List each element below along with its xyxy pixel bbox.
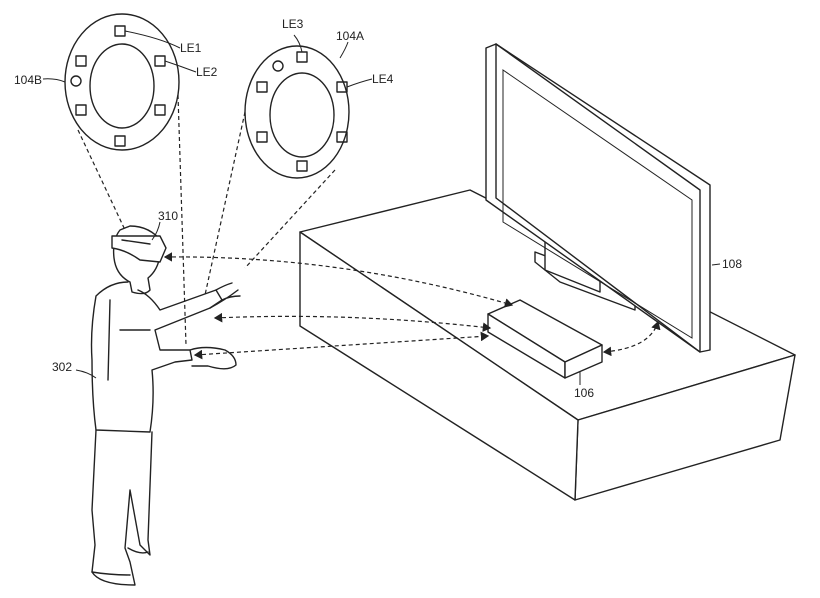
label-le1: LE1: [180, 41, 202, 55]
label-106: 106: [574, 386, 594, 400]
label-302: 302: [52, 360, 72, 374]
label-le3: LE3: [282, 17, 304, 31]
label-108: 108: [722, 257, 742, 271]
light-emitter-le3: [296, 51, 308, 63]
label-104a: 104A: [336, 29, 364, 43]
light-emitter-le2: [154, 55, 166, 67]
display-108: [485, 43, 711, 353]
label-le2: LE2: [196, 65, 218, 79]
ring-104b: [42, 13, 197, 151]
light-emitter-le1: [114, 25, 126, 37]
user-302: [90, 225, 241, 586]
label-le4: LE4: [372, 72, 394, 86]
label-310: 310: [158, 209, 178, 223]
console-106: [487, 299, 603, 379]
label-104b: 104B: [14, 73, 42, 87]
ring-104a: [244, 34, 373, 179]
